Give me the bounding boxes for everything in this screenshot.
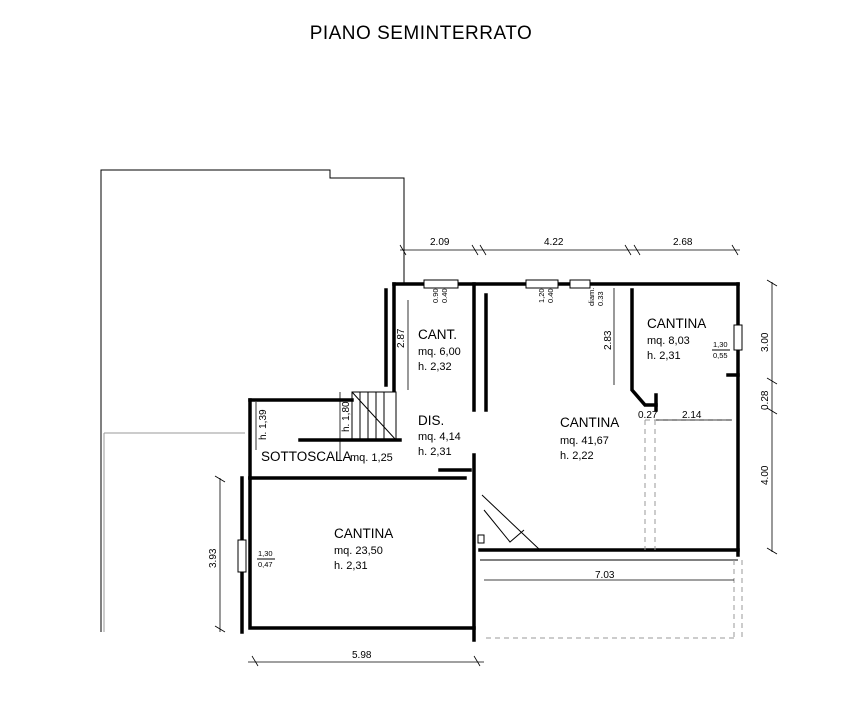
dim-sotto-h: h. 1,39 xyxy=(258,409,269,440)
room-dis-height: h. 2,31 xyxy=(418,446,452,458)
dim-top-c: 2.68 xyxy=(673,237,693,248)
dim-283: 2.83 xyxy=(603,330,614,350)
plan-title: PIANO SEMINTERRATO xyxy=(310,23,533,44)
window-1-sill: 0.40 xyxy=(440,288,449,303)
window-4-width: 1,30 xyxy=(713,340,728,349)
dim-right-c: 4.00 xyxy=(760,465,771,485)
room-sottoscala-area: mq. 1,25 xyxy=(350,452,393,464)
room-cant-name: CANT. xyxy=(418,327,457,342)
room-cantina-tr-name: CANTINA xyxy=(647,316,706,331)
staircase xyxy=(351,391,397,441)
room-cantina-bottom-height: h. 2,31 xyxy=(334,560,368,572)
room-cantina-bottom-area: mq. 23,50 xyxy=(334,545,383,557)
walls xyxy=(240,282,740,642)
window-2-sill: 0.40 xyxy=(546,288,555,303)
dim-703: 7.03 xyxy=(595,570,615,581)
fireplace xyxy=(477,494,541,551)
porch-outline xyxy=(486,419,743,639)
room-cantina-center-name: CANTINA xyxy=(560,415,619,430)
room-cantina-tr-height: h. 2,31 xyxy=(647,350,681,362)
room-cant-height: h. 2,32 xyxy=(418,361,452,373)
room-cantina-center-area: mq. 41,67 xyxy=(560,435,609,447)
room-sottoscala-name: SOTTOSCALA xyxy=(261,449,352,464)
dim-287: 2.87 xyxy=(396,328,407,348)
window-5-sill: 0,47 xyxy=(258,560,273,569)
dimension-lines xyxy=(214,244,778,667)
room-cantina-center-height: h. 2,22 xyxy=(560,450,594,462)
dim-stair-h: h. 1,80 xyxy=(341,401,352,432)
room-dis-name: DIS. xyxy=(418,413,444,428)
site-outline xyxy=(100,169,405,632)
dim-top-b: 4.22 xyxy=(544,237,564,248)
window-4-sill: 0,55 xyxy=(713,351,728,360)
window-1-width: 0.90 xyxy=(431,288,440,303)
window-marks xyxy=(237,279,743,573)
window-3-sill: 0.33 xyxy=(596,291,605,306)
dim-right-a: 3.00 xyxy=(760,332,771,352)
dim-top-a: 2.09 xyxy=(430,237,450,248)
room-cantina-bottom-name: CANTINA xyxy=(334,526,393,541)
dim-027: 0.27 xyxy=(638,410,658,421)
window-2-width: 1,20 xyxy=(537,288,546,303)
window-3-width: diam. xyxy=(587,288,596,306)
dim-214: 2.14 xyxy=(682,410,702,421)
room-dis-area: mq. 4,14 xyxy=(418,431,461,443)
room-cant-area: mq. 6,00 xyxy=(418,346,461,358)
dim-left: 3.93 xyxy=(208,548,219,568)
dim-right-b: 0.28 xyxy=(760,390,771,410)
dim-bottom: 5.98 xyxy=(352,650,372,661)
window-5-width: 1,30 xyxy=(258,549,273,558)
room-cantina-tr-area: mq. 8,03 xyxy=(647,335,690,347)
